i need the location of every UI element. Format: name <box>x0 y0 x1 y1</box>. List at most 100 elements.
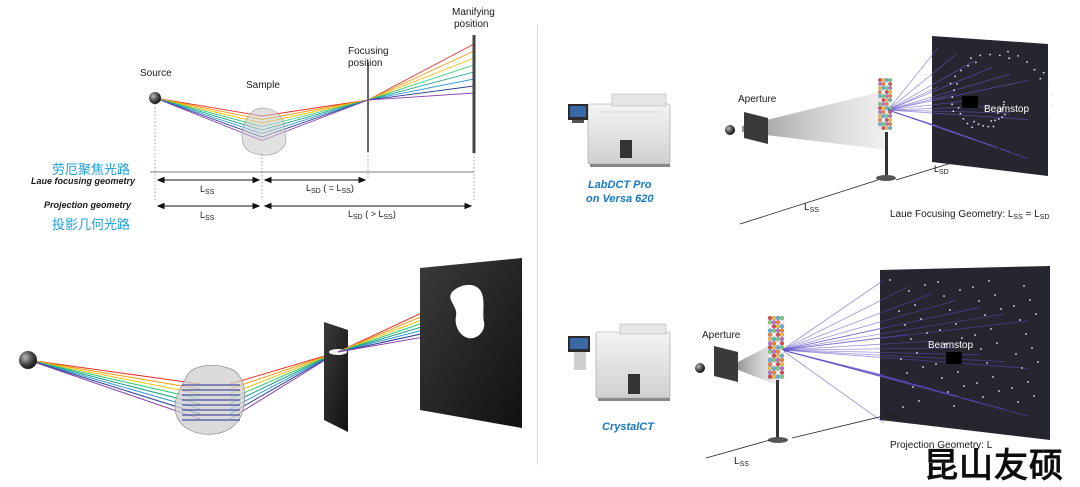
spot <box>926 332 928 334</box>
spot <box>957 107 960 109</box>
spot <box>1015 353 1017 355</box>
spot <box>975 61 977 64</box>
grain <box>884 94 889 98</box>
ray <box>229 351 339 385</box>
grain <box>884 118 889 122</box>
diffraction-ray <box>887 109 1011 114</box>
spot <box>912 386 914 388</box>
spot <box>1025 333 1027 335</box>
diffraction-ray <box>781 349 1005 362</box>
crystalct-aperture <box>714 346 738 382</box>
spot <box>945 343 947 345</box>
grain <box>779 370 785 375</box>
ray <box>229 351 339 400</box>
grain <box>767 362 773 367</box>
labdct-sample-grains <box>878 78 893 130</box>
label-crystalct-caption: Projection Geometry: L <box>890 440 993 451</box>
spot <box>977 123 980 125</box>
diffraction-ray <box>781 349 885 424</box>
spot <box>960 69 962 72</box>
spot <box>952 110 955 113</box>
grain <box>775 332 781 337</box>
ray <box>367 64 475 101</box>
grain <box>878 110 882 114</box>
spot <box>1033 68 1036 71</box>
label-labdct-beamstop: Beamstop <box>984 104 1030 115</box>
spot <box>1031 347 1033 349</box>
diffraction-ray <box>887 54 957 111</box>
spot <box>924 284 926 286</box>
top-right-labdct <box>568 36 1053 225</box>
spot <box>988 280 990 282</box>
arrow-laue-lsd <box>263 176 367 184</box>
grain <box>881 82 886 86</box>
spot <box>971 126 974 129</box>
ray <box>367 50 475 101</box>
spot <box>916 352 918 354</box>
grain <box>775 328 781 333</box>
grain <box>779 336 785 342</box>
crystalct-sample-grains <box>767 315 785 379</box>
crystalct-sample-base <box>768 437 788 443</box>
diffraction-ray <box>781 340 933 351</box>
grain <box>767 320 773 325</box>
grain <box>878 86 882 90</box>
spot <box>992 125 995 128</box>
spot <box>998 390 1000 392</box>
arrow-proj-lsd <box>263 202 473 210</box>
ray <box>367 78 475 101</box>
ray <box>229 351 339 410</box>
label-laue-lss: LSS <box>200 184 215 196</box>
grain <box>884 122 889 126</box>
diffraction-ray <box>887 109 1029 159</box>
spot <box>889 279 891 281</box>
labdct-machine-icon <box>568 93 671 167</box>
spot <box>987 125 990 128</box>
label-proj-lsd: LSD ( > LSS) <box>348 209 396 221</box>
ray <box>229 351 339 405</box>
spot <box>1033 395 1035 397</box>
spot <box>1023 285 1025 287</box>
grain <box>775 353 781 358</box>
grain <box>884 82 889 86</box>
crystalct-sample-pin <box>776 380 779 438</box>
grain <box>767 328 773 333</box>
grain <box>878 78 882 82</box>
grain <box>878 94 882 98</box>
diffraction-ray <box>781 313 1005 351</box>
grain <box>771 341 777 346</box>
diffraction-ray <box>781 347 957 351</box>
grain <box>775 336 781 342</box>
grain <box>881 78 886 82</box>
grain <box>878 114 882 118</box>
spot <box>951 103 953 106</box>
source-ball-3d <box>19 351 37 369</box>
grain <box>779 341 785 346</box>
grain <box>771 362 777 367</box>
spot <box>966 122 969 125</box>
spot <box>984 314 986 316</box>
ray <box>154 97 263 127</box>
spot <box>1004 113 1006 116</box>
diffraction-ray <box>781 349 1029 417</box>
grain <box>884 106 889 110</box>
grain <box>881 114 886 118</box>
spot <box>999 110 1001 113</box>
crystalct-lsd-line <box>791 387 1001 439</box>
spot <box>953 89 955 92</box>
label-labdct-lss: LSS <box>804 202 819 214</box>
ray <box>367 85 475 101</box>
spot <box>982 396 984 398</box>
bottom-left-3d <box>19 258 522 435</box>
grain <box>779 374 785 379</box>
spot <box>1049 116 1051 119</box>
spot <box>996 112 999 114</box>
crystalct-lss-line <box>705 439 771 459</box>
label-crystalct-lss: LSS <box>734 456 749 468</box>
crystalct-source <box>695 363 705 373</box>
grain <box>775 374 781 379</box>
crystalct-diffraction-rays <box>781 279 1029 424</box>
grain <box>888 126 893 130</box>
grain <box>878 106 882 110</box>
